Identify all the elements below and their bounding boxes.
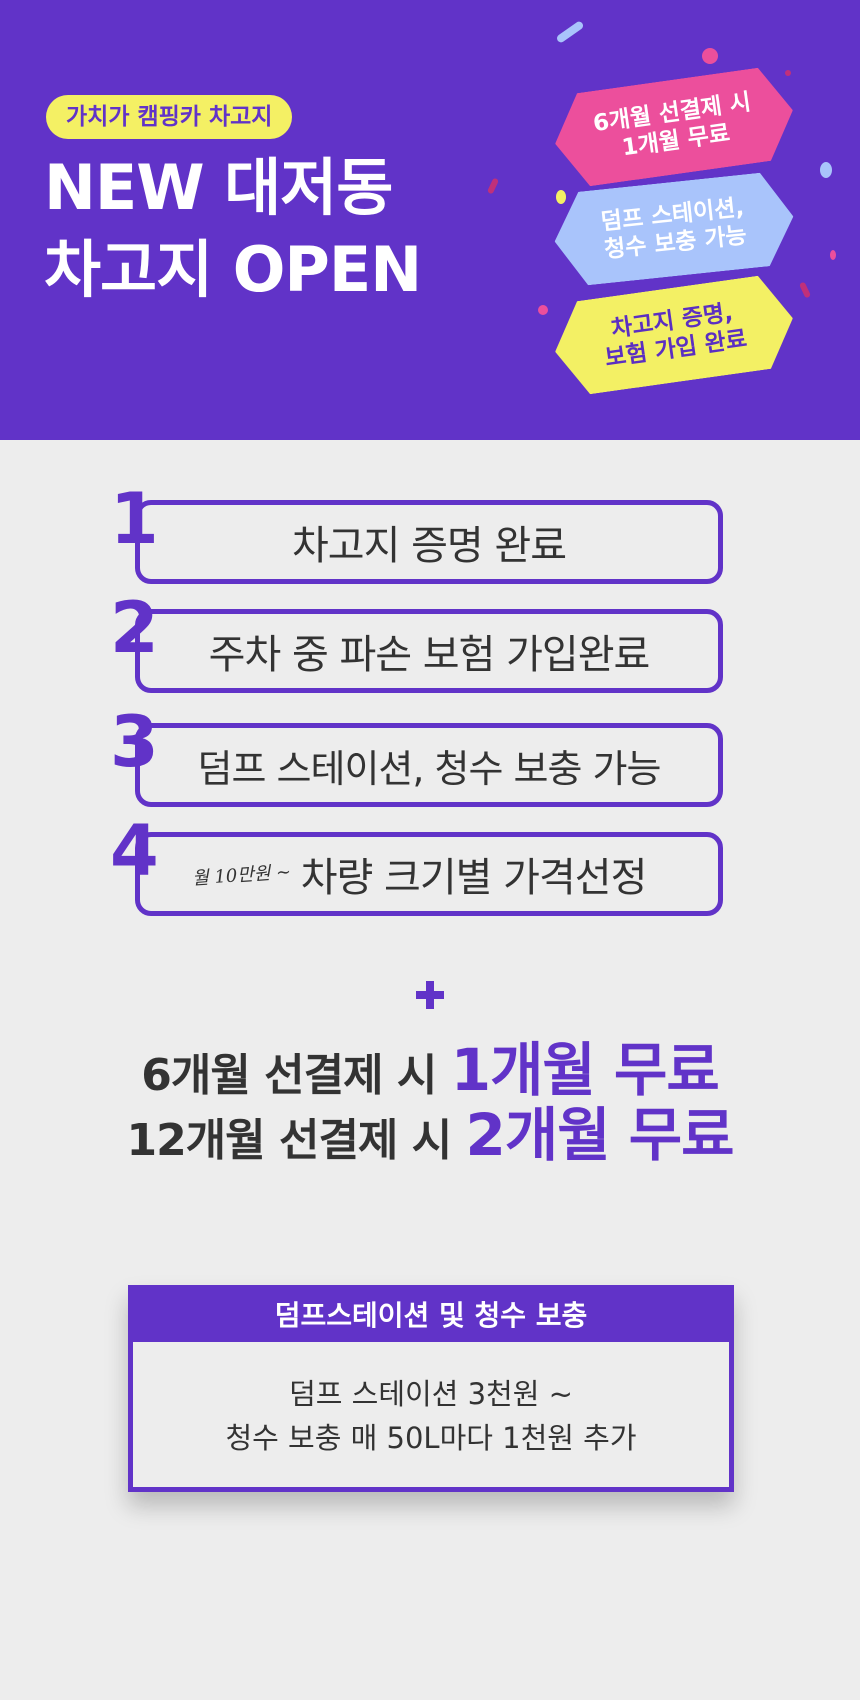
step-number: 2 <box>110 587 159 669</box>
step-label: 주차 중 파손 보험 가입완료 <box>208 632 651 678</box>
step-number: 4 <box>110 810 159 892</box>
step-item: 2 주차 중 파손 보험 가입완료 <box>110 588 723 693</box>
pricing-info-title: 덤프스테이션 및 청수 보충 <box>133 1290 729 1342</box>
brand-pill: 가치가 캠핑카 차고지 <box>46 95 293 139</box>
confetti-dot <box>486 177 500 195</box>
step-label: 차량 크기별 가격선정 <box>300 855 648 901</box>
plus-icon <box>410 975 450 1015</box>
feature-tags: 6개월 선결제 시 1개월 무료 덤프 스테이션, 청수 보충 가능 차고지 증… <box>540 60 840 420</box>
confetti-dot <box>555 20 585 44</box>
promo-highlight: 1개월 무료 <box>450 1036 720 1104</box>
feature-tag-free-month: 6개월 선결제 시 1개월 무료 <box>549 64 800 190</box>
confetti-dot <box>830 250 836 260</box>
confetti-dot <box>785 70 791 76</box>
pricing-info-line: 청수 보충 매 50L마다 1천원 추가 <box>225 1421 637 1455</box>
hero-title-line2-text: 차고지 OPEN <box>44 233 422 306</box>
hero-title-line1: NEW 대저동 <box>44 151 393 224</box>
step-item: 4 월 10만원 ~ 차량 크기별 가격선정 <box>110 811 723 916</box>
pricing-info-box: 덤프스테이션 및 청수 보충 덤프 스테이션 3천원 ~ 청수 보충 매 50L… <box>128 1285 734 1492</box>
feature-tag-insurance: 차고지 증명, 보험 가입 완료 <box>549 272 800 398</box>
promo-prefix: 12개월 선결제 시 <box>126 1115 466 1166</box>
step-item: 1 차고지 증명 완료 <box>110 479 723 584</box>
pricing-info-line: 덤프 스테이션 3천원 ~ <box>289 1377 573 1411</box>
step-price-note: 월 10만원 ~ <box>191 861 292 890</box>
promo-prefix: 6개월 선결제 시 <box>141 1050 451 1101</box>
feature-tag-dump-station: 덤프 스테이션, 청수 보충 가능 <box>550 170 799 289</box>
step-label: 덤프 스테이션, 청수 보충 가능 <box>197 746 662 791</box>
step-item: 3 덤프 스테이션, 청수 보충 가능 <box>110 702 723 807</box>
step-number: 1 <box>110 478 159 560</box>
hero-banner: 가치가 캠핑카 차고지 NEW 대저동 차고지 OPEN 6개월 선결제 시 1… <box>0 0 860 440</box>
pricing-info-body: 덤프 스테이션 3천원 ~ 청수 보충 매 50L마다 1천원 추가 <box>133 1342 729 1460</box>
promo-highlight: 2개월 무료 <box>465 1101 735 1169</box>
confetti-dot <box>556 190 566 204</box>
promo-line-12-months: 12개월 선결제 시 2개월 무료 <box>0 1105 860 1171</box>
confetti-dot <box>702 48 718 64</box>
hero-title-line2: 차고지 OPEN <box>44 232 422 308</box>
promo-line-6-months: 6개월 선결제 시 1개월 무료 <box>0 1040 860 1106</box>
confetti-dot <box>820 162 832 178</box>
confetti-dot <box>538 305 548 315</box>
step-number: 3 <box>110 701 159 783</box>
step-label: 차고지 증명 완료 <box>291 523 567 569</box>
